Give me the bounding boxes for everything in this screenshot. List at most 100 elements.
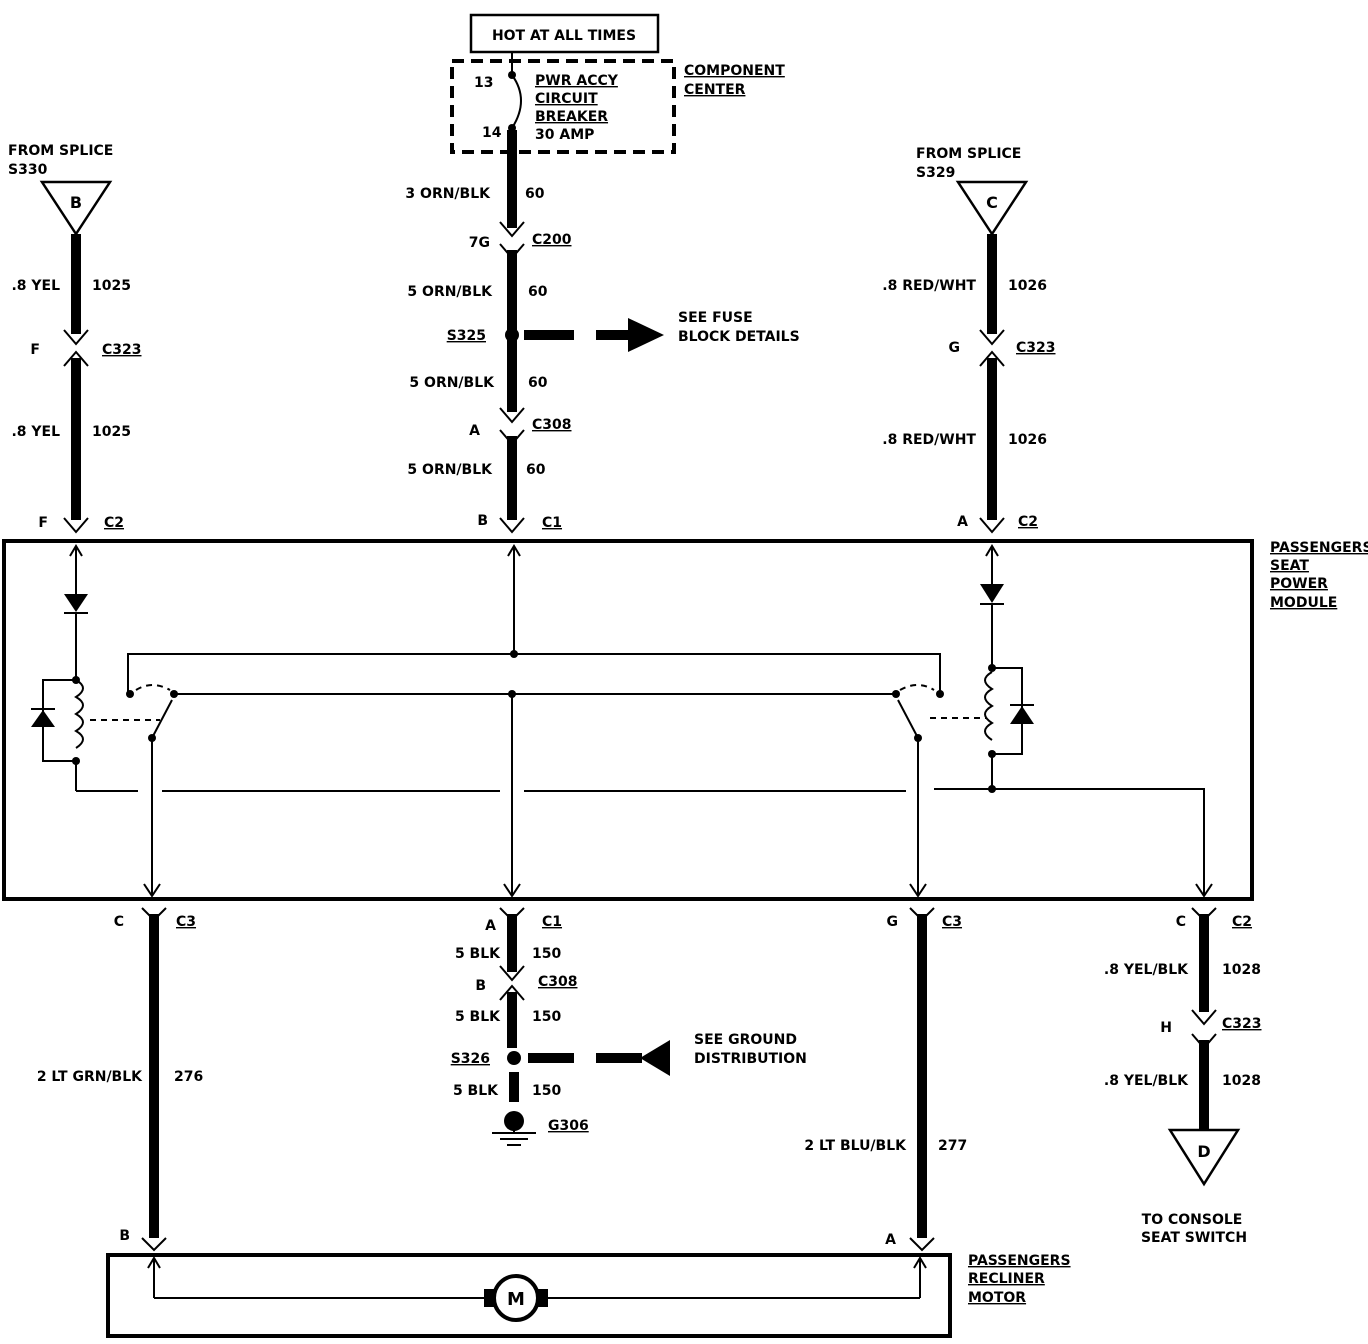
right-circuit-top: 1026 <box>1008 278 1047 294</box>
left-wire-top: .8 YEL <box>11 278 60 294</box>
left-circuit-bottom: 1025 <box>92 424 131 440</box>
motor-symbol: M <box>507 1289 525 1310</box>
console-pin-2: H <box>1160 1020 1172 1036</box>
console-connector-2: C323 <box>1222 1016 1262 1032</box>
center-pin-1: 7G <box>469 235 490 251</box>
bottom-right-circuit: 277 <box>938 1138 967 1154</box>
right-diode <box>980 584 1004 603</box>
center-connector-1: C200 <box>532 232 572 248</box>
bottom-right-connector: C3 <box>942 914 962 930</box>
ground-g306: G306 <box>548 1118 589 1134</box>
console-wire-top: .8 YEL/BLK <box>1104 962 1189 978</box>
bottom-left-circuit: 276 <box>174 1069 203 1085</box>
console-wire-bottom: .8 YEL/BLK <box>1104 1073 1189 1089</box>
ground-wire-1: 5 BLK <box>455 946 501 962</box>
left-module-connector: C2 <box>104 515 124 531</box>
right-from-splice-1: FROM SPLICE <box>916 146 1021 162</box>
right-pin: G <box>949 340 961 356</box>
console-dest-1: TO CONSOLE <box>1142 1212 1243 1228</box>
bottom-right-wire: 2 LT BLU/BLK <box>804 1138 907 1154</box>
breaker-label-2: CIRCUIT <box>535 91 598 107</box>
console-dest-2: SEAT SWITCH <box>1141 1230 1247 1246</box>
right-wire-bottom: .8 RED/WHT <box>882 432 976 448</box>
bottom-left-pin: C <box>114 914 124 930</box>
left-from-splice-2: S330 <box>8 162 48 178</box>
center-circuit-2: 60 <box>528 284 548 300</box>
breaker-pin-14: 14 <box>482 125 502 141</box>
center-circuit-1: 60 <box>525 186 545 202</box>
fuse-note-2: BLOCK DETAILS <box>678 329 800 345</box>
left-module-pin: F <box>38 515 48 531</box>
ground-connector-2: C308 <box>538 974 578 990</box>
center-wire-2: 5 ORN/BLK <box>407 284 493 300</box>
module-name-2: SEAT <box>1270 558 1309 574</box>
component-center-box <box>450 59 676 154</box>
right-connector: C323 <box>1016 340 1056 356</box>
center-wire-1: 3 ORN/BLK <box>405 186 491 202</box>
center-circuit-3: 60 <box>528 375 548 391</box>
ground-note-1: SEE GROUND <box>694 1032 797 1048</box>
center-module-pin: B <box>477 513 488 529</box>
console-splice-triangle <box>1167 1128 1241 1187</box>
right-splice-letter: C <box>986 193 998 212</box>
motor-name-2: RECLINER <box>968 1271 1045 1287</box>
console-splice-letter: D <box>1197 1142 1210 1161</box>
right-splice-triangle <box>955 180 1029 237</box>
ground-circuit-3: 150 <box>532 1083 561 1099</box>
breaker-pin-13: 13 <box>474 75 493 91</box>
left-relay-coil <box>74 679 84 749</box>
splice-s326: S326 <box>451 1051 490 1067</box>
console-pin: C <box>1176 914 1186 930</box>
console-circuit-bottom: 1028 <box>1222 1073 1261 1089</box>
motor-pin-b: B <box>119 1228 130 1244</box>
fuse-note-1: SEE FUSE <box>678 310 753 326</box>
fuse-arrow-head <box>628 318 664 352</box>
breaker-label-3: BREAKER <box>535 109 608 125</box>
left-pin: F <box>30 342 40 358</box>
ground-note-2: DISTRIBUTION <box>694 1051 807 1067</box>
center-circuit-4: 60 <box>526 462 546 478</box>
ground-circuit-1: 150 <box>532 946 561 962</box>
module-name-4: MODULE <box>1270 595 1337 611</box>
bottom-right-pin: G <box>887 914 899 930</box>
component-center-label-2: CENTER <box>684 82 746 98</box>
ground-pin-2: B <box>475 978 486 994</box>
console-connector: C2 <box>1232 914 1252 930</box>
module-name-1: PASSENGERS <box>1270 540 1368 556</box>
center-wire-4: 5 ORN/BLK <box>407 462 493 478</box>
ground-wire-2: 5 BLK <box>455 1009 501 1025</box>
center-pin-3: A <box>469 423 480 439</box>
seat-power-module-box <box>2 539 1254 901</box>
right-wire-top: .8 RED/WHT <box>882 278 976 294</box>
right-circuit-bottom: 1026 <box>1008 432 1047 448</box>
module-name-3: POWER <box>1270 576 1328 592</box>
left-from-splice-1: FROM SPLICE <box>8 143 113 159</box>
left-diode <box>64 594 88 612</box>
hot-at-all-times-box <box>469 13 660 54</box>
ground-arrow-head <box>640 1040 670 1076</box>
motor-pin-a: A <box>885 1232 896 1248</box>
component-center-label-1: COMPONENT <box>684 63 785 79</box>
center-module-connector: C1 <box>542 515 562 531</box>
ground-wire-3: 5 BLK <box>453 1083 499 1099</box>
splice-s325: S325 <box>447 328 486 344</box>
right-clamp-diode <box>1010 706 1034 724</box>
recliner-motor-box <box>106 1253 952 1338</box>
console-circuit-top: 1028 <box>1222 962 1261 978</box>
right-relay-coil <box>984 671 994 741</box>
breaker-label-1: PWR ACCY <box>535 73 619 89</box>
bottom-left-wire: 2 LT GRN/BLK <box>37 1069 143 1085</box>
right-module-pin: A <box>957 514 968 530</box>
breaker-label-4: 30 AMP <box>535 127 594 143</box>
left-splice-triangle <box>39 180 113 237</box>
left-clamp-diode <box>31 710 55 727</box>
motor-name-3: MOTOR <box>968 1290 1026 1306</box>
bottom-left-connector: C3 <box>176 914 196 930</box>
center-connector-3: C308 <box>532 417 572 433</box>
left-wire-bottom: .8 YEL <box>11 424 60 440</box>
ground-pin-1: A <box>485 918 496 934</box>
center-wire-3: 5 ORN/BLK <box>409 375 495 391</box>
right-from-splice-2: S329 <box>916 165 955 181</box>
left-connector: C323 <box>102 342 142 358</box>
